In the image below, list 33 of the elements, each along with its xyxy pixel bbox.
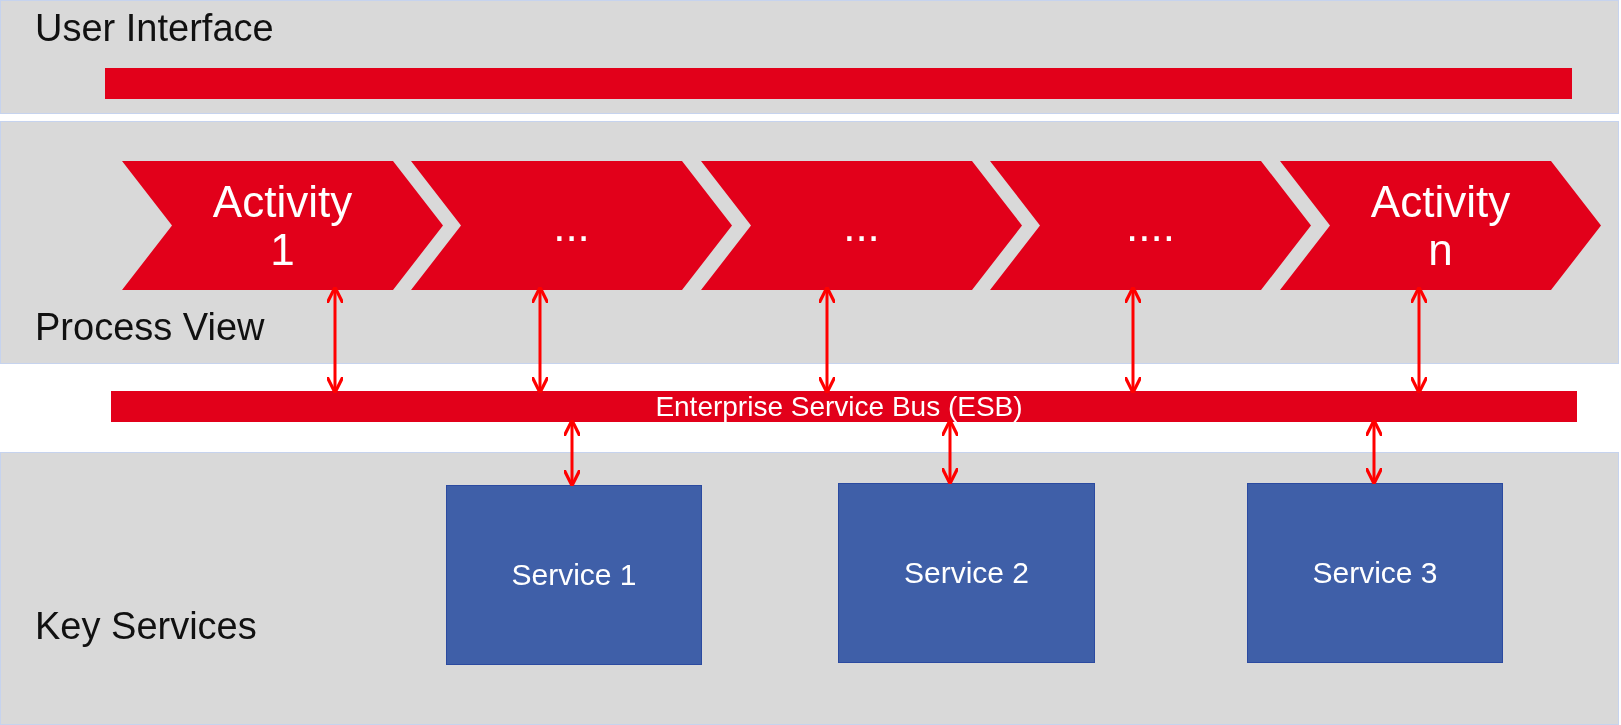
double-arrow [562, 418, 582, 488]
double-arrow [530, 285, 550, 395]
process-step-shape [411, 161, 732, 290]
service-box [446, 485, 702, 665]
double-arrow [325, 285, 345, 395]
activity-label: Activity 1 [211, 178, 354, 273]
double-arrow [1409, 285, 1429, 395]
layer-band [0, 0, 1619, 114]
service-label: Service 2 [903, 556, 1030, 590]
layer-band [0, 452, 1619, 725]
service-bus [111, 391, 1577, 422]
activity-label: ... [553, 201, 590, 250]
service-box [1247, 483, 1503, 663]
double-arrow [940, 418, 960, 486]
double-arrow [1123, 285, 1143, 395]
layer-label: User Interface [35, 7, 274, 50]
activity-label: .... [1126, 201, 1175, 250]
process-step-shape [1280, 161, 1601, 290]
service-label: Service 1 [511, 558, 637, 592]
process-step-shape [122, 161, 443, 290]
layer-band [0, 121, 1619, 364]
process-step-shape [990, 161, 1311, 290]
double-arrow [817, 285, 837, 395]
layer-label: Process View [35, 306, 265, 349]
double-arrow [1364, 418, 1384, 486]
service-box [838, 483, 1095, 663]
activity-label: ... [843, 201, 880, 250]
activity-label: Activity n [1369, 178, 1512, 273]
bus-label: Enterprise Service Bus (ESB) [655, 392, 1023, 421]
layer-label: Key Services [35, 605, 257, 648]
process-step-shape [701, 161, 1022, 290]
service-label: Service 3 [1312, 556, 1438, 590]
interface-bar [105, 68, 1572, 99]
